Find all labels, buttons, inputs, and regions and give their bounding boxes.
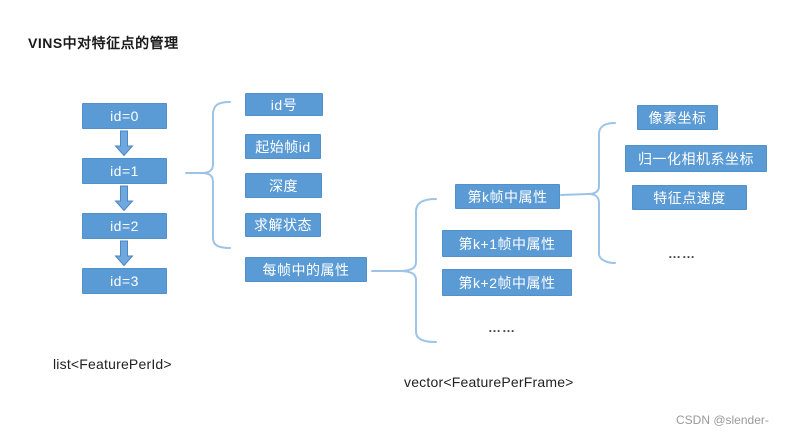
arrow-down-icon — [114, 240, 134, 267]
connector-framek-brace — [560, 193, 589, 196]
frame-attr-velocity: 特征点速度 — [632, 185, 747, 210]
csdn-watermark: CSDN @slender- — [676, 413, 769, 427]
id-node-2: id=2 — [82, 213, 167, 239]
frame-box-k1: 第k+1帧中属性 — [442, 230, 572, 257]
caption-vector-featureperframe: vector<FeaturePerFrame> — [404, 374, 574, 390]
frame-attr-ellipsis: …… — [668, 246, 696, 261]
arrow-down-icon — [114, 130, 134, 157]
attribute-box-depth: 深度 — [245, 173, 322, 198]
brace-frame-list — [397, 198, 437, 343]
attribute-box-per-frame: 每帧中的属性 — [245, 257, 367, 282]
attribute-box-start-frame: 起始帧id — [245, 134, 321, 159]
frame-box-k2: 第k+2帧中属性 — [442, 269, 572, 296]
attribute-box-id: id号 — [245, 93, 323, 116]
frame-box-k: 第k帧中属性 — [455, 184, 560, 209]
brace-frame-attributes — [587, 122, 616, 264]
frame-attr-normalized-coords: 归一化相机系坐标 — [625, 145, 767, 172]
arrow-down-icon — [114, 185, 134, 212]
id-node-1: id=1 — [82, 158, 167, 184]
flow-arrows — [114, 130, 134, 267]
id-node-3: id=3 — [82, 268, 167, 294]
attribute-box-solve-state: 求解状态 — [245, 213, 321, 237]
caption-list-featureperid: list<FeaturePerId> — [53, 356, 172, 372]
id-node-0: id=0 — [82, 103, 167, 129]
diagram-title: VINS中对特征点的管理 — [28, 35, 179, 51]
frame-list-ellipsis: …… — [488, 320, 516, 335]
brace-feature-attributes — [201, 101, 231, 249]
frame-attr-pixel-coords: 像素坐标 — [637, 105, 718, 130]
